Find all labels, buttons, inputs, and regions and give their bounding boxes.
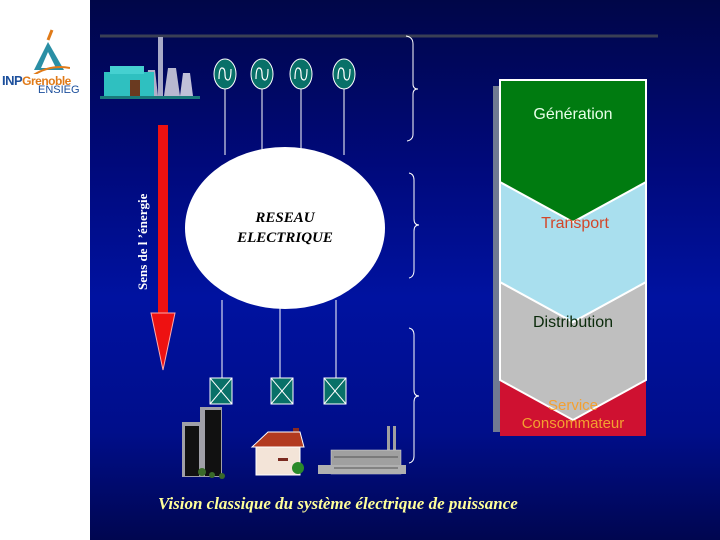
- house-icon: [250, 428, 305, 476]
- brace-generation: [405, 35, 419, 142]
- skyscraper-icon: [182, 407, 225, 479]
- power-plant-icon: [100, 37, 200, 99]
- logo-inp: INP: [2, 73, 23, 88]
- stage-label-consommateur: Consommateur: [521, 415, 625, 432]
- brace-distribution: [408, 327, 420, 464]
- stage-label-distribution: Distribution: [532, 314, 614, 331]
- stage-label-generation: Génération: [533, 106, 613, 123]
- generator-3: [289, 58, 313, 155]
- generator-4: [332, 58, 356, 155]
- generator-1: [213, 58, 237, 155]
- logo-triangle-icon: [33, 29, 70, 74]
- generators: [213, 58, 356, 155]
- stage-consumer: [500, 380, 646, 436]
- energy-direction-arrow: [150, 125, 176, 371]
- network-ellipse: RESEAU ELECTRIQUE: [185, 147, 385, 309]
- factory-icon: [318, 426, 406, 475]
- logo-grenoble: Grenoble: [22, 74, 71, 88]
- stage-column: [493, 79, 647, 436]
- logo-text: INPGrenoble: [2, 73, 71, 88]
- network-label-line1: RESEAU: [255, 210, 315, 226]
- load-3: [323, 377, 347, 405]
- network-label-line2: ELECTRIQUE: [237, 230, 333, 246]
- logo-ensieg: ENSIEG: [38, 84, 80, 96]
- load-1: [209, 377, 233, 405]
- slide-caption: Vision classique du système électrique d…: [158, 494, 518, 513]
- logo-panel: INPGrenoble ENSIEG: [0, 0, 90, 540]
- brace-transport: [408, 172, 420, 279]
- stage-label-consumer: Service Consommateur: [498, 397, 648, 433]
- load-2: [270, 377, 294, 405]
- stage-label-transport: Transport: [541, 215, 609, 232]
- braces: [405, 35, 420, 464]
- stage-generation: [499, 79, 647, 224]
- energy-direction-label: Sens de l ’énergie: [135, 193, 150, 290]
- generator-2: [250, 58, 274, 155]
- stage-label-service: Service: [547, 397, 599, 414]
